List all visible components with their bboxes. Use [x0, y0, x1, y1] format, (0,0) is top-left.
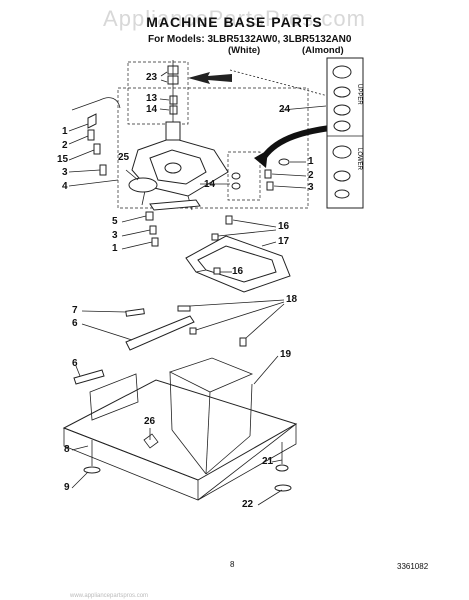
left-fasteners: [71, 97, 121, 176]
callout-13: 13: [146, 93, 158, 104]
page-title: MACHINE BASE PARTS: [146, 14, 323, 30]
callout-8: 8: [64, 444, 70, 455]
callout-16-upper: 16: [278, 221, 290, 232]
lower-kit-label: LOWER: [356, 148, 362, 171]
callout-4: 4: [62, 181, 68, 192]
callout-23: 23: [146, 72, 158, 83]
callout-3-right: 3: [308, 182, 314, 193]
leveling-feet: [83, 440, 292, 492]
pointer-arrow-kit: [259, 125, 331, 162]
callout-5: 5: [112, 216, 118, 227]
part-18-clips: [177, 305, 247, 347]
callout-1-lower: 1: [112, 243, 118, 254]
callout-9: 9: [64, 482, 70, 493]
part-17-snubber: [185, 215, 291, 293]
callout-26: 26: [144, 416, 156, 427]
callout-16-lower: 16: [232, 266, 244, 277]
pointer-arrow-23: [188, 72, 232, 84]
callout-2-left: 2: [62, 140, 68, 151]
document-number: 3361082: [397, 562, 429, 571]
callout-6-upper: 6: [72, 318, 78, 329]
callout-15: 15: [57, 154, 69, 165]
callout-17: 17: [278, 236, 290, 247]
watermark-text: AppliancePartsPros.com: [103, 6, 366, 31]
callout-3-lower: 3: [112, 230, 118, 241]
part-14-right: [231, 172, 241, 190]
upper-kit-label: UPPER: [356, 84, 362, 105]
gearcase-assembly: [131, 121, 229, 211]
callout-21: 21: [262, 456, 274, 467]
callout-1-left: 1: [62, 126, 68, 137]
part-14-box: [227, 151, 261, 201]
page-number: 8: [230, 560, 235, 569]
part-26-clip: [143, 433, 159, 449]
models-line: For Models: 3LBR5132AW0, 3LBR5132AN0: [148, 34, 352, 45]
color-white-label: (White): [228, 45, 261, 56]
brackets-7-6: [73, 308, 195, 385]
callout-14-lower: 14: [204, 179, 216, 190]
bottom-url: www.appliancepartspros.com: [70, 593, 149, 599]
callout-7: 7: [72, 305, 78, 316]
callout-2-right: 2: [308, 170, 314, 181]
callout-3-left: 3: [62, 167, 68, 178]
callout-22: 22: [242, 499, 254, 510]
callout-19: 19: [280, 349, 292, 360]
right-fasteners: [264, 158, 290, 191]
part-19-base-frame: [62, 357, 298, 501]
callout-24: 24: [279, 104, 291, 115]
callout-14-upper: 14: [146, 104, 158, 115]
parts-kit-panel: [326, 57, 364, 209]
callout-1-right: 1: [308, 156, 314, 167]
lower-left-fasteners: [145, 211, 159, 247]
callout-6-lower: 6: [72, 358, 78, 369]
callout-25: 25: [118, 152, 130, 163]
part-25-ring: [128, 177, 158, 193]
callout-18: 18: [286, 294, 298, 305]
part-23-box: [127, 61, 189, 125]
leader-lines: [68, 71, 327, 506]
color-almond-label: (Almond): [302, 45, 344, 56]
upper-assembly-box: [117, 87, 309, 209]
part-23-stack: [167, 60, 179, 150]
